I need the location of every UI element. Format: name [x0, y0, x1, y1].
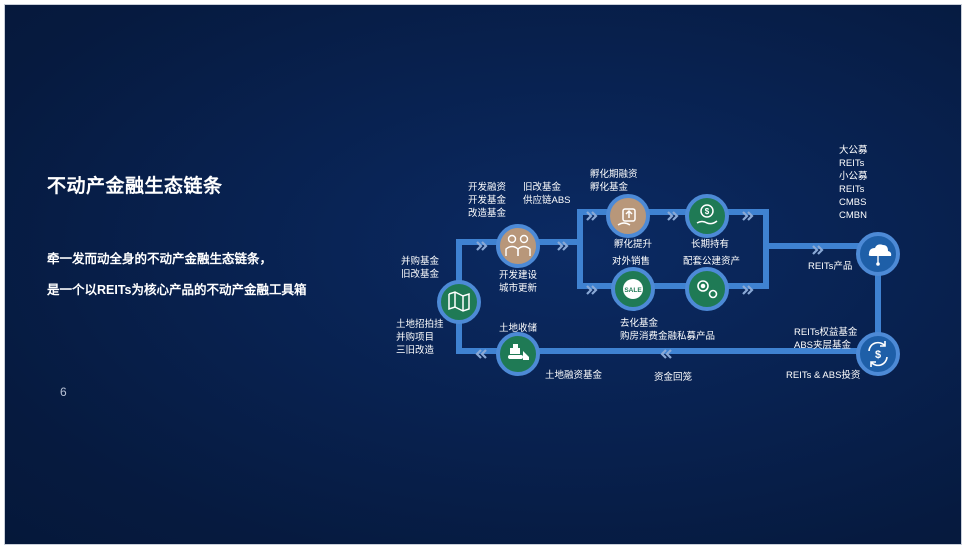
label-text: CMBN [839, 210, 867, 221]
label-text: 改造基金 [468, 208, 507, 219]
bulldozer-icon [508, 344, 529, 360]
label-text: 土地招拍挂 [396, 319, 444, 330]
label-capital-return: 资金回笼 [654, 372, 693, 383]
label-text: CMBS [839, 197, 867, 208]
label-text: REITs [839, 184, 865, 195]
label-incubate-upgrade: 孵化提升 [614, 239, 653, 250]
label-merger: 并购基金 旧改基金 [401, 255, 439, 281]
label-land-storage: 土地收储 [499, 323, 538, 334]
label-land-acquire: 土地招拍挂 并购项目 三旧改造 [396, 318, 444, 357]
node-land-storage [496, 332, 540, 376]
node-public-assets [685, 267, 729, 311]
label-public-assets: 配套公建资产 [683, 256, 741, 267]
label-text: 三旧改造 [396, 345, 435, 356]
svg-text:SALE: SALE [624, 287, 642, 294]
label-text: 购房消费金融私募产品 [620, 331, 716, 342]
label-text: ABS夹层基金 [794, 340, 852, 351]
label-text: 旧改基金 [401, 269, 440, 280]
upload-hand-icon [617, 208, 636, 226]
node-incubate-upgrade [606, 194, 650, 238]
label-text: 并购项目 [396, 332, 435, 343]
label-text: 供应链ABS [523, 195, 571, 206]
label-text: REITs [839, 158, 865, 169]
node-merger [437, 280, 481, 324]
label-reits-abs-invest: REITs & ABS投资 [786, 370, 861, 381]
label-text: 开发基金 [468, 195, 507, 206]
node-dev-build [496, 224, 540, 268]
label-reits-product: REITs产品 [808, 261, 853, 272]
gears-icon [697, 280, 718, 299]
label-old-renovation: 旧改基金 供应链ABS [523, 181, 571, 207]
label-text: 城市更新 [499, 283, 538, 294]
label-text: 旧改基金 [523, 182, 562, 193]
label-text: 孵化期融资 [590, 169, 638, 180]
money-hand-icon: $ [696, 204, 718, 225]
label-text: 大公募 [839, 145, 868, 156]
cloud-network-icon [868, 244, 892, 266]
label-text: REITs权益基金 [794, 327, 858, 338]
dollar-cycle-icon: $ [868, 341, 888, 367]
label-dev-build: 开发建设 城市更新 [499, 269, 537, 295]
sale-tag-icon: SALE [623, 279, 643, 299]
flow-diagram: $ SALE [437, 194, 900, 376]
slide-title: 不动产金融生态链条 [47, 176, 223, 197]
node-long-hold: $ [685, 194, 729, 238]
label-text: 并购基金 [401, 256, 440, 267]
label-dev-finance: 开发融资 开发基金 改造基金 [468, 181, 506, 220]
page-number: 6 [60, 385, 67, 399]
subtitle-line-2: 是一个以REITs为核心产品的不动产金融工具箱 [47, 283, 307, 297]
label-text: 开发融资 [468, 182, 507, 193]
label-text: 去化基金 [620, 318, 659, 329]
svg-text:$: $ [875, 349, 881, 361]
label-reits-equity: REITs权益基金 ABS夹层基金 [794, 326, 857, 352]
label-long-hold: 长期持有 [691, 239, 730, 250]
node-reits-product [856, 232, 900, 276]
map-icon [448, 291, 470, 312]
svg-text:$: $ [705, 207, 710, 216]
node-external-sales: SALE [611, 267, 655, 311]
label-incubation: 孵化期融资 孵化基金 [590, 168, 638, 194]
label-text: 孵化基金 [590, 182, 629, 193]
subtitle-line-1: 牵一发而动全身的不动产金融生态链条， [47, 252, 273, 266]
label-external-sales: 对外销售 [612, 256, 651, 267]
slide: 不动产金融生态链条 牵一发而动全身的不动产金融生态链条， 是一个以REITs为核… [4, 4, 962, 545]
label-land-finance: 土地融资基金 [545, 370, 603, 381]
node-reits-abs-invest: $ [856, 332, 900, 376]
label-text: 小公募 [839, 171, 868, 182]
label-public-offer: 大公募 REITs 小公募 REITs CMBS CMBN [839, 144, 868, 222]
workers-icon [505, 234, 531, 256]
label-text: 开发建设 [499, 270, 538, 281]
label-destock: 去化基金 购房消费金融私募产品 [620, 317, 715, 343]
